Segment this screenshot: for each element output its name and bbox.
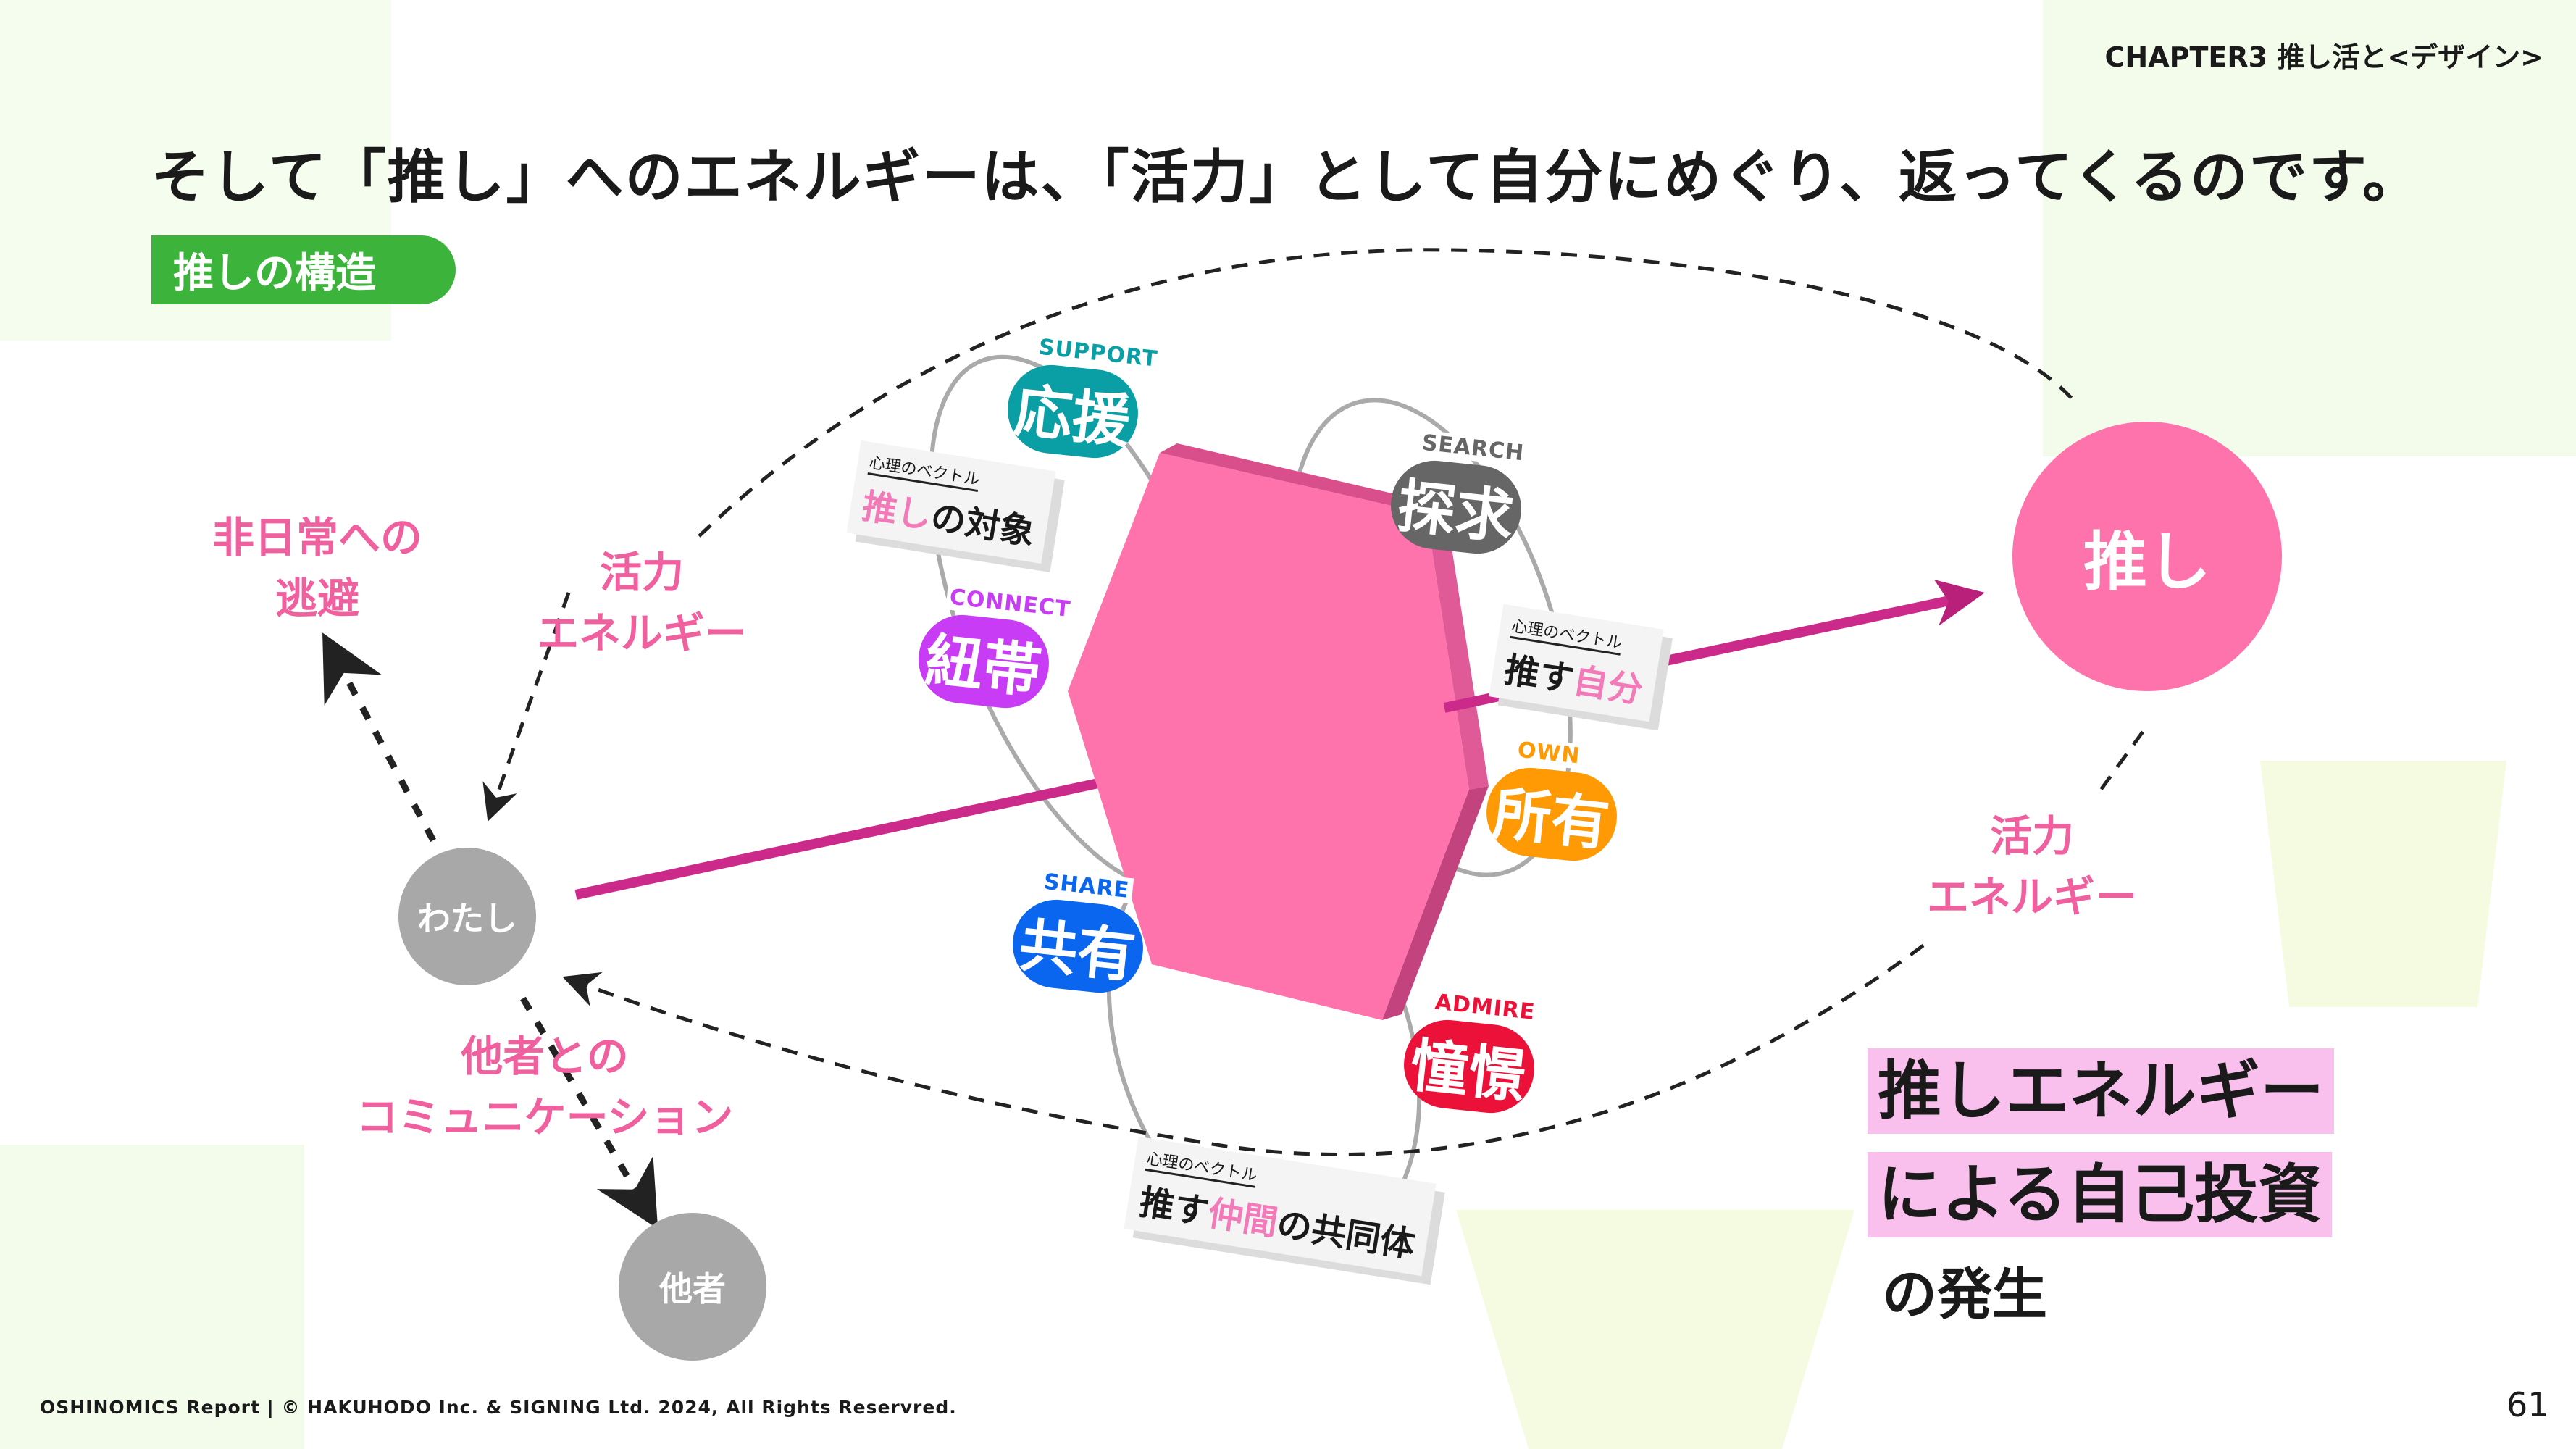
- node-oshi: 推し: [2012, 422, 2282, 691]
- label-communication: 他者とのコミュニケーション: [356, 1032, 734, 1142]
- chapter-header: CHAPTER3 推し活と<デザイン>: [2104, 41, 2543, 73]
- result-line-2: による自己投資: [1868, 1152, 2333, 1237]
- node-me: わたし: [398, 848, 536, 985]
- label-escape: 非日常への逃避: [212, 513, 423, 623]
- page-number: 61: [2506, 1385, 2549, 1424]
- footer-copyright: OSHINOMICS Report | © HAKUHODO Inc. & SI…: [40, 1397, 957, 1418]
- page-title: そして「推し」へのエネルギーは、「活力」として自分にめぐり、返ってくるのです。: [151, 143, 2422, 211]
- energy-flow-curves: [482, 248, 2145, 1156]
- result-line-1: 推しエネルギー: [1868, 1048, 2335, 1134]
- oshi-hexagon: [1068, 443, 1489, 1020]
- result-line-3: の発生: [1882, 1262, 2047, 1327]
- label-energy-left: 活力エネルギー: [536, 548, 748, 658]
- label-energy-right: 活力エネルギー: [1926, 811, 2138, 922]
- node-others: 他者: [619, 1213, 766, 1361]
- arrowhead-icon: [1934, 580, 1985, 626]
- me-arrows: [322, 632, 658, 1229]
- section-badge: 推しの構造: [151, 235, 456, 304]
